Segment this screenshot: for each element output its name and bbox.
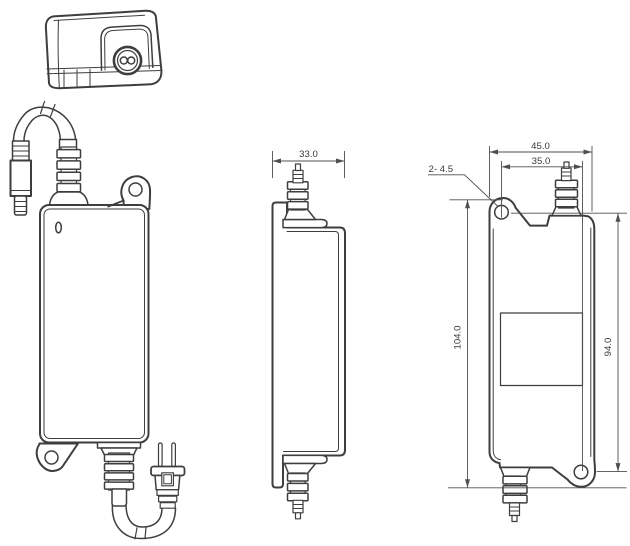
side-bottom-strain-relief xyxy=(282,454,328,520)
iso-inlet-recess-inner xyxy=(104,28,150,71)
mounting-hole-top xyxy=(128,182,143,197)
mounting-ear-top xyxy=(120,175,152,210)
iso-inlet-recess-outer xyxy=(100,24,154,71)
front-view xyxy=(9,100,186,540)
isometric-view xyxy=(44,9,163,90)
hole-callout: 2- 4.5 xyxy=(428,164,498,207)
dim-label-104: 104.0 xyxy=(453,325,464,349)
iso-band-dividers xyxy=(63,68,91,88)
rating-label-area xyxy=(499,312,584,387)
back-view: 45.0 35.0 2- 4.5 104.0 94 xyxy=(428,141,627,523)
iso-band-line-2 xyxy=(46,70,162,75)
dc-strain-relief xyxy=(48,138,89,206)
iso-body-outline xyxy=(44,9,163,90)
led-indicator-slot xyxy=(54,221,63,234)
ac-strain-relief xyxy=(96,441,142,507)
ac-plug xyxy=(150,442,186,509)
plug-prong-left xyxy=(157,442,163,468)
dimension-overall-width-45: 45.0 xyxy=(489,141,593,212)
ac-input-cable xyxy=(111,503,177,540)
mounting-ear-bottom xyxy=(35,442,79,472)
dc-output-cable xyxy=(12,100,77,146)
back-top-strain-relief xyxy=(551,161,582,217)
dimension-body-height-94: 94.0 xyxy=(511,212,627,473)
side-top-strain-relief xyxy=(282,163,328,229)
dimension-width-33: 33.0 xyxy=(272,149,345,178)
mounting-hole-bottom-right xyxy=(573,464,589,480)
iso-top-crease xyxy=(53,14,145,21)
side-body-outline xyxy=(271,201,346,489)
dim-label-35: 35.0 xyxy=(532,156,551,167)
side-view: 33.0 xyxy=(271,149,346,520)
front-body-inner-line xyxy=(43,208,145,439)
plug-prong-right xyxy=(171,442,177,468)
side-body-inner-line xyxy=(283,231,339,452)
back-body-inner-left xyxy=(492,228,501,461)
dim-label-hole-callout: 2- 4.5 xyxy=(429,164,454,175)
dim-label-45: 45.0 xyxy=(531,141,550,152)
back-bottom-strain-relief xyxy=(499,466,531,523)
dimension-overall-height-104: 104.0 xyxy=(448,199,627,489)
dim-label-33: 33.0 xyxy=(299,149,318,160)
front-body-outline xyxy=(39,204,150,444)
figure-8-c8-inlet-icon xyxy=(112,45,143,76)
iso-left-crease xyxy=(57,19,60,88)
ear-gusset-line xyxy=(107,199,125,208)
dim-label-94: 94.0 xyxy=(603,338,614,357)
iso-band-line-1 xyxy=(46,65,162,70)
dimension-hole-spacing-35: 35.0 xyxy=(501,156,583,471)
mounting-hole-bottom xyxy=(44,450,59,465)
dc-plug xyxy=(9,140,32,216)
